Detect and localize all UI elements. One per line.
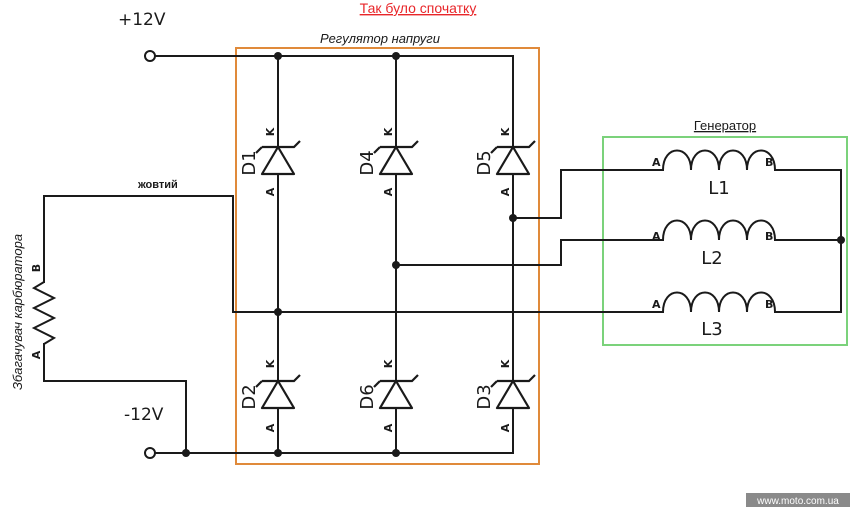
diode-d4: K A D4 [357, 127, 419, 196]
coil-l1-name: L1 [708, 178, 729, 199]
enrichener-wire-bottom [43, 343, 187, 454]
junction-dot [274, 449, 282, 457]
coil-l2 [662, 219, 785, 241]
generator-label: Генератор [694, 118, 756, 133]
diode-d5-label: D5 [474, 150, 495, 175]
positive-terminal [144, 50, 156, 62]
junction-dot [274, 52, 282, 60]
enrichener-end-b: B [30, 264, 43, 272]
diode-d4-cathode: K [382, 127, 395, 136]
page-title: Так було спочатку [360, 0, 477, 16]
enrichener-resistor [31, 281, 57, 345]
watermark-background [746, 493, 850, 507]
diode-d1-anode: A [264, 187, 277, 196]
coil-l2-end-a: A [652, 230, 661, 243]
junction-dot [392, 52, 400, 60]
junction-dot [392, 449, 400, 457]
regulator-box [235, 47, 540, 465]
watermark: www.moto.com.ua [756, 496, 839, 507]
diode-d5-anode: A [499, 187, 512, 196]
coil-l3-name: L3 [701, 319, 722, 340]
diode-d2-cathode: K [264, 359, 277, 368]
yellow-wire [43, 195, 234, 313]
coil-l3-end-a: A [652, 298, 661, 311]
phase-wire-l1 [512, 169, 664, 219]
diode-d2: K A D2 [239, 359, 301, 432]
diode-d5: K A D5 [474, 127, 536, 196]
negative-terminal-label: -12V [124, 405, 164, 425]
diode-d2-anode: A [264, 423, 277, 432]
diode-d1-cathode: K [264, 127, 277, 136]
coil-l1-end-b: B [765, 156, 773, 169]
junction-dot [837, 236, 845, 244]
diode-d2-label: D2 [239, 384, 260, 409]
diode-d3-cathode: K [499, 359, 512, 368]
enrichener-label: Збагачувач карбюратора [10, 234, 25, 390]
diode-d1-label: D1 [239, 150, 260, 175]
coil-l1-end-a: A [652, 156, 661, 169]
coil-l2-name: L2 [701, 248, 722, 269]
negative-terminal [144, 447, 156, 459]
coil-l3-end-b: B [765, 298, 773, 311]
phase-wire-l2 [395, 239, 664, 266]
diode-d6-label: D6 [357, 384, 378, 409]
regulator-label: Регулятор напруги [320, 31, 440, 46]
diode-d3-anode: A [499, 423, 512, 432]
diode-d5-cathode: K [499, 127, 512, 136]
diode-d4-anode: A [382, 187, 395, 196]
coil-l1 [662, 149, 785, 171]
diode-d3-label: D3 [474, 384, 495, 409]
diode-d4-label: D4 [357, 150, 378, 175]
coil-l2-end-b: B [765, 230, 773, 243]
diode-d6-cathode: K [382, 359, 395, 368]
enrichener-end-a: A [30, 350, 43, 359]
diode-d6: K A D6 [357, 359, 419, 432]
diode-d3: K A D3 [474, 359, 536, 432]
yellow-wire-label: жовтий [137, 179, 178, 191]
coil-l3 [662, 291, 785, 313]
diode-d6-anode: A [382, 423, 395, 432]
diode-d1: K A D1 [239, 127, 301, 196]
positive-terminal-label: +12V [118, 10, 166, 30]
